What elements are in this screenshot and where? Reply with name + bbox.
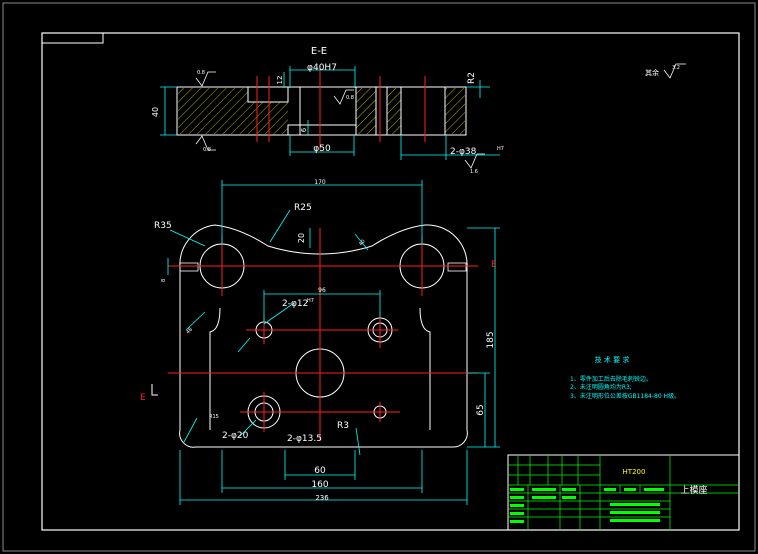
dim-2x12: 2-φ12	[282, 299, 308, 309]
frame-corner-box	[41, 32, 104, 44]
hatch-left-mid	[248, 102, 288, 134]
hatch-right-mid	[356, 88, 376, 134]
title-block-material: HT200	[623, 468, 646, 476]
dim-60: 60	[314, 466, 326, 476]
dim-2x13-5: 2-φ13.5	[287, 434, 322, 444]
roughness-2: 0.8	[203, 147, 211, 153]
dim-40: 40	[358, 239, 367, 248]
dim-small-a: 12	[276, 76, 284, 85]
corner-note-value: 3.2	[672, 65, 680, 71]
dim-8: 8	[161, 279, 167, 282]
title-block: HT200 上模座	[507, 454, 740, 531]
dim-r25: R25	[294, 203, 312, 213]
corner-roughness-note: 其余 3.2	[645, 63, 686, 79]
dim-160: 160	[311, 480, 328, 490]
section-view: E-E	[151, 46, 504, 175]
tech-title: 技 术 要 求	[595, 355, 630, 364]
dim-bore: φ40H7	[307, 63, 337, 73]
section-mark-left: E	[140, 393, 146, 403]
dim-height: 40	[151, 107, 160, 117]
roughness-3: 0.8	[346, 95, 354, 101]
dim-20: 20	[297, 233, 306, 243]
hatch-left	[178, 88, 248, 134]
dim-48: 48	[185, 327, 194, 336]
hatch-right-mid2	[387, 88, 401, 134]
corner-note-label: 其余	[645, 68, 659, 77]
dim-96: 96	[318, 287, 326, 294]
dim-185: 185	[486, 331, 496, 348]
plan-view: 170 R25 R35 20 96 185 65 60 160 236 48 4…	[140, 179, 500, 505]
tech-item-2: 2、未注明圆角均为R3;	[570, 383, 632, 391]
tech-requirements: 技 术 要 求 1、零件加工后去除毛刺锐边。 2、未注明圆角均为R3; 3、未注…	[570, 355, 680, 400]
dim-r35: R35	[154, 221, 172, 231]
dim-2x20: 2-φ20	[222, 431, 249, 441]
section-outline	[176, 86, 467, 136]
section-mark-right: E	[491, 260, 497, 270]
dim-236: 236	[315, 494, 329, 502]
dim-r3: R3	[337, 421, 349, 431]
dim-170: 170	[314, 179, 326, 186]
dim-fit: H7	[497, 146, 504, 152]
dim-r10: R15	[209, 414, 219, 420]
dim-recess: φ50	[313, 144, 331, 154]
section-title: E-E	[311, 46, 327, 57]
roughness-1: 0.8	[197, 70, 205, 76]
tech-item-3: 3、未注明形位公差按GB1184-80 H级。	[570, 392, 680, 400]
dim-small-b: 6	[300, 127, 308, 132]
hatch-right	[445, 88, 465, 134]
tech-item-1: 1、零件加工后去除毛刺锐边。	[570, 375, 652, 383]
roughness-4: 1.6	[470, 169, 478, 175]
dim-radius: R2	[467, 72, 477, 84]
drawing-frame	[41, 32, 740, 531]
title-block-part-name: 上模座	[680, 484, 707, 496]
dim-holes: 2-φ38	[450, 147, 477, 157]
dim-2x12-fit: H7	[307, 298, 314, 304]
dim-65: 65	[476, 404, 486, 415]
plate-outline	[179, 224, 468, 448]
